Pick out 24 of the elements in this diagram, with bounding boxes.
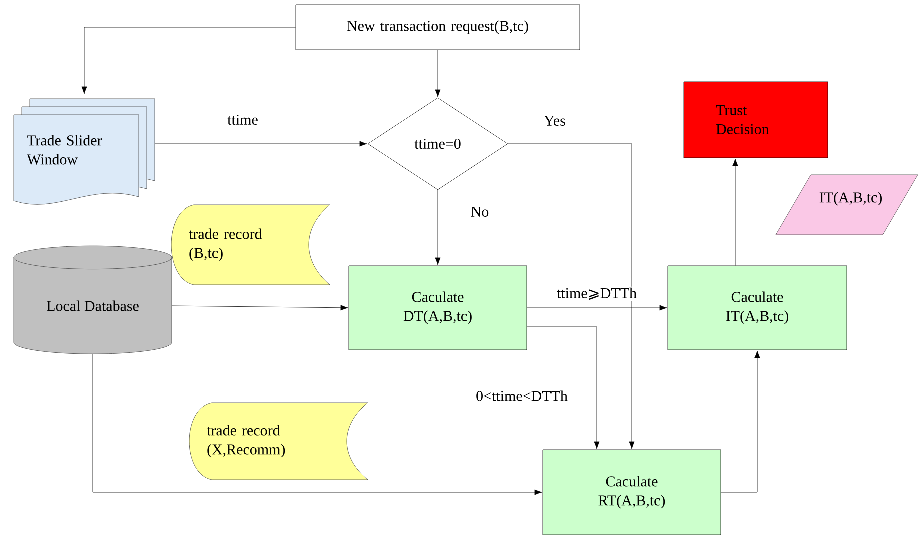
arrow (732, 158, 738, 266)
arrow (527, 305, 668, 311)
process-box: New transaction request(B,tc) (296, 4, 580, 50)
arrow (92, 354, 542, 496)
arrow (172, 305, 348, 311)
decision-box: Trust Decision (684, 82, 828, 158)
edge-label: 0<ttime<DTTh (475, 390, 569, 402)
arrow (508, 144, 635, 450)
arrow (82, 27, 296, 94)
arrow (435, 50, 441, 98)
arrow (435, 190, 441, 266)
process-box: Caculate RT(A,B,tc) (542, 450, 722, 536)
arrow (527, 326, 600, 450)
edge-label: No (470, 206, 490, 218)
process-box: Caculate IT(A,B,tc) (668, 266, 848, 350)
database-cylinder: Local Database (14, 246, 172, 354)
arrow (155, 141, 368, 147)
edge-label: Yes (543, 115, 567, 127)
document-stack: Trade Slider Window (14, 98, 156, 205)
edge-label: ttime⩾DTTh (556, 286, 638, 302)
process-box: Caculate DT(A,B,tc) (348, 266, 528, 350)
edge-label: ttime (226, 114, 260, 126)
arrow (721, 350, 760, 493)
data-parallelogram: IT(A,B,tc) (776, 174, 918, 236)
